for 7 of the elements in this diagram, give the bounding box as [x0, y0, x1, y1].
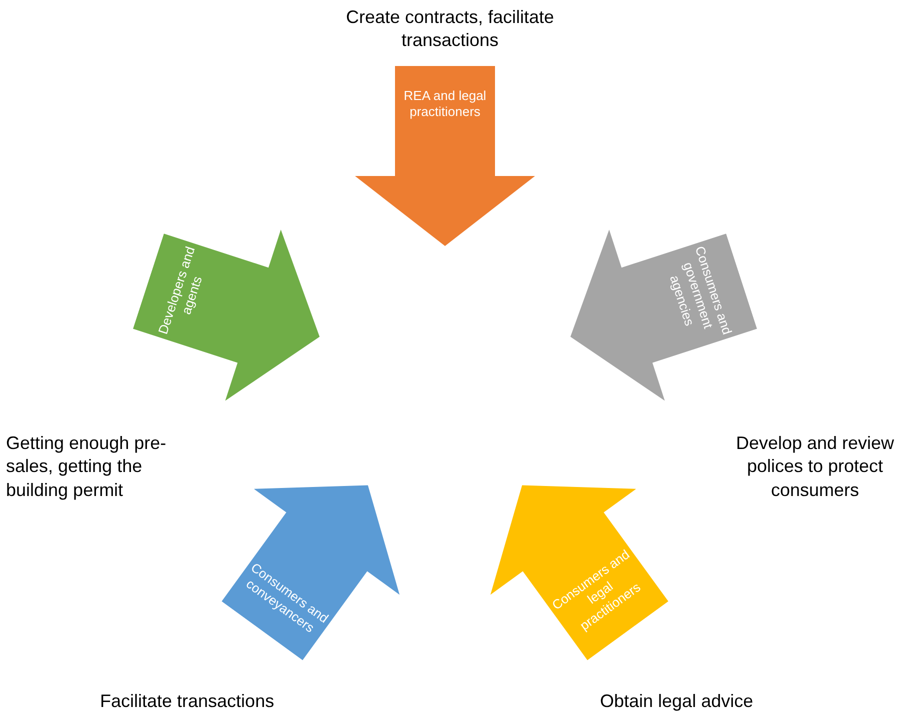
- arrow-shape: [355, 66, 535, 246]
- caption-text: Facilitate transactions: [100, 690, 276, 713]
- caption-text: Create contracts, facilitate transactions: [344, 6, 556, 52]
- caption-text: Obtain legal advice: [600, 690, 754, 713]
- caption-text: Getting enough pre-sales, getting the building permit: [6, 432, 168, 502]
- caption-text: Develop and review polices to protect consumers: [734, 432, 896, 502]
- arrow-label: REA and legal practitioners: [402, 88, 488, 120]
